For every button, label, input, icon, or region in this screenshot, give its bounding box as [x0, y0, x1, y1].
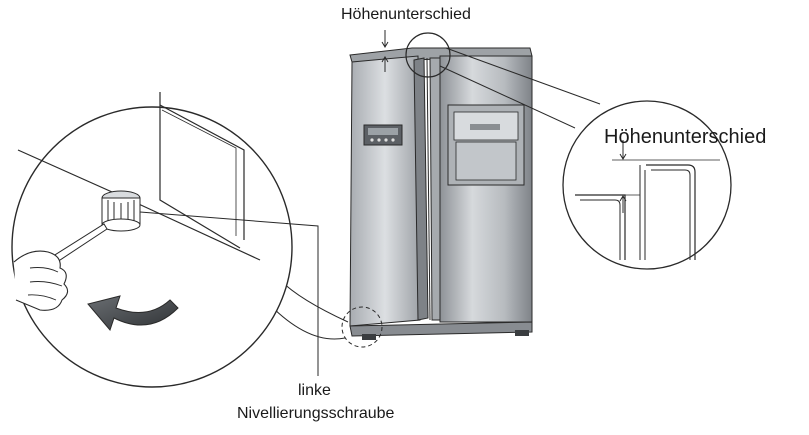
label-left-leveling-screw-line1: linke	[298, 382, 331, 399]
fridge-foot-right	[515, 330, 529, 336]
fridge-left-door	[349, 55, 421, 327]
fridge-handle-left	[413, 57, 429, 321]
water-dispenser	[447, 104, 525, 186]
top-detail-callout	[405, 32, 601, 129]
fridge-base	[349, 321, 533, 337]
label-left-leveling-screw-line2: Nivellierungsschraube	[237, 405, 395, 422]
height-difference-detail	[562, 100, 732, 270]
leveling-screw-detail	[11, 92, 319, 388]
label-height-difference-detail: Höhenunterschied	[604, 126, 767, 148]
fridge-foot-left	[362, 334, 376, 340]
fridge-handle-right	[429, 57, 441, 321]
leveling-screw	[101, 190, 141, 232]
fridge-right-door	[439, 55, 533, 323]
label-height-difference-top: Höhenunterschied	[341, 6, 471, 23]
rotation-arrow	[87, 295, 179, 332]
refrigerator	[349, 30, 533, 340]
hand	[13, 250, 69, 311]
